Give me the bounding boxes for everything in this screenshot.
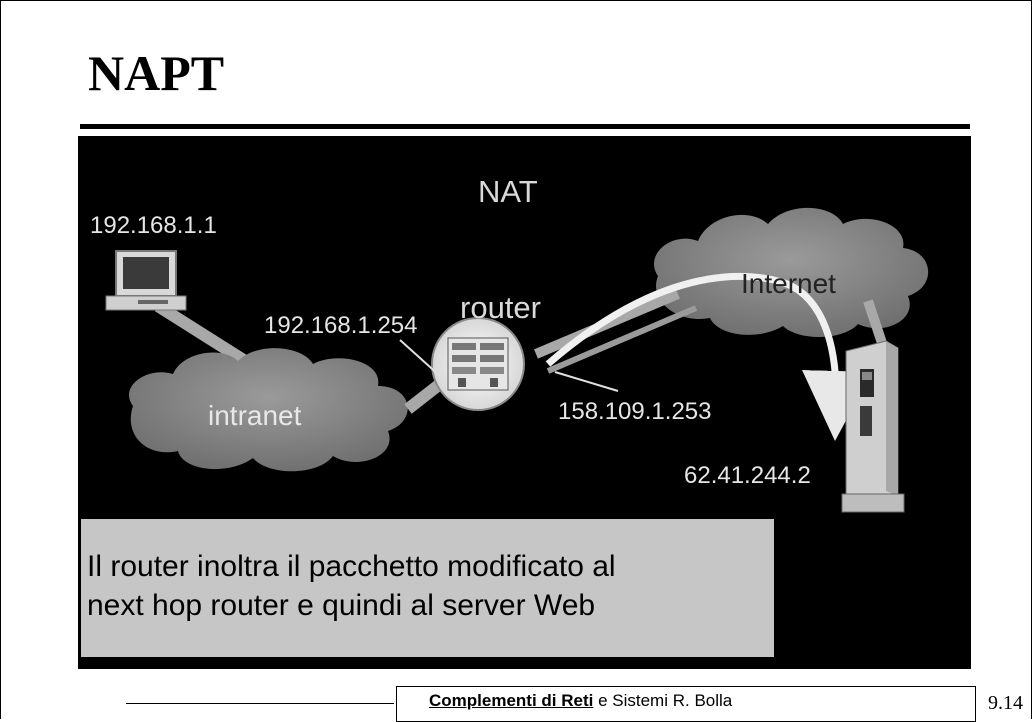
router-outside-ip-label: 158.109.1.253 <box>558 398 712 425</box>
pointer-outside-ip <box>554 371 619 392</box>
packet-path-arrow <box>545 272 872 441</box>
pointer-inside-ip <box>399 339 441 377</box>
router-label: router <box>460 290 541 325</box>
router-icon <box>431 317 525 411</box>
router-inside-ip-label: 192.168.1.254 <box>264 312 418 339</box>
course-rest: e Sistemi R. Bolla <box>593 691 733 710</box>
footer-line <box>126 703 394 704</box>
host-ip-label: 192.168.1.1 <box>90 212 217 239</box>
title-rule <box>80 124 970 129</box>
internet-cloud <box>653 207 929 338</box>
caption-text: Il router inoltra il pacchetto modificat… <box>87 550 616 622</box>
footer-text: Complementi di Reti e Sistemi R. Bolla <box>429 691 732 711</box>
intranet-label: intranet <box>208 400 302 431</box>
footer-box: Complementi di Reti e Sistemi R. Bolla <box>396 686 976 722</box>
link-host-intranet <box>154 300 257 372</box>
web-server-icon <box>841 340 905 513</box>
page-number: 9.14 <box>988 692 1023 714</box>
diagram-panel: NAT 192.168.1.1 router 192.168.1.254 Int… <box>78 136 971 669</box>
link-intranet-router <box>404 379 444 414</box>
link-router-internet-2 <box>546 305 698 374</box>
internet-label: Internet <box>741 268 836 299</box>
host-computer-icon <box>105 250 187 311</box>
course-link[interactable]: Complementi di Reti <box>429 691 594 710</box>
caption-box: Il router inoltra il pacchetto modificat… <box>81 519 774 657</box>
nat-heading: NAT <box>478 174 538 209</box>
network-diagram <box>105 207 929 513</box>
slide-title: NAPT <box>88 45 225 101</box>
intranet-cloud <box>128 348 408 472</box>
server-ip-label: 62.41.244.2 <box>684 462 811 489</box>
